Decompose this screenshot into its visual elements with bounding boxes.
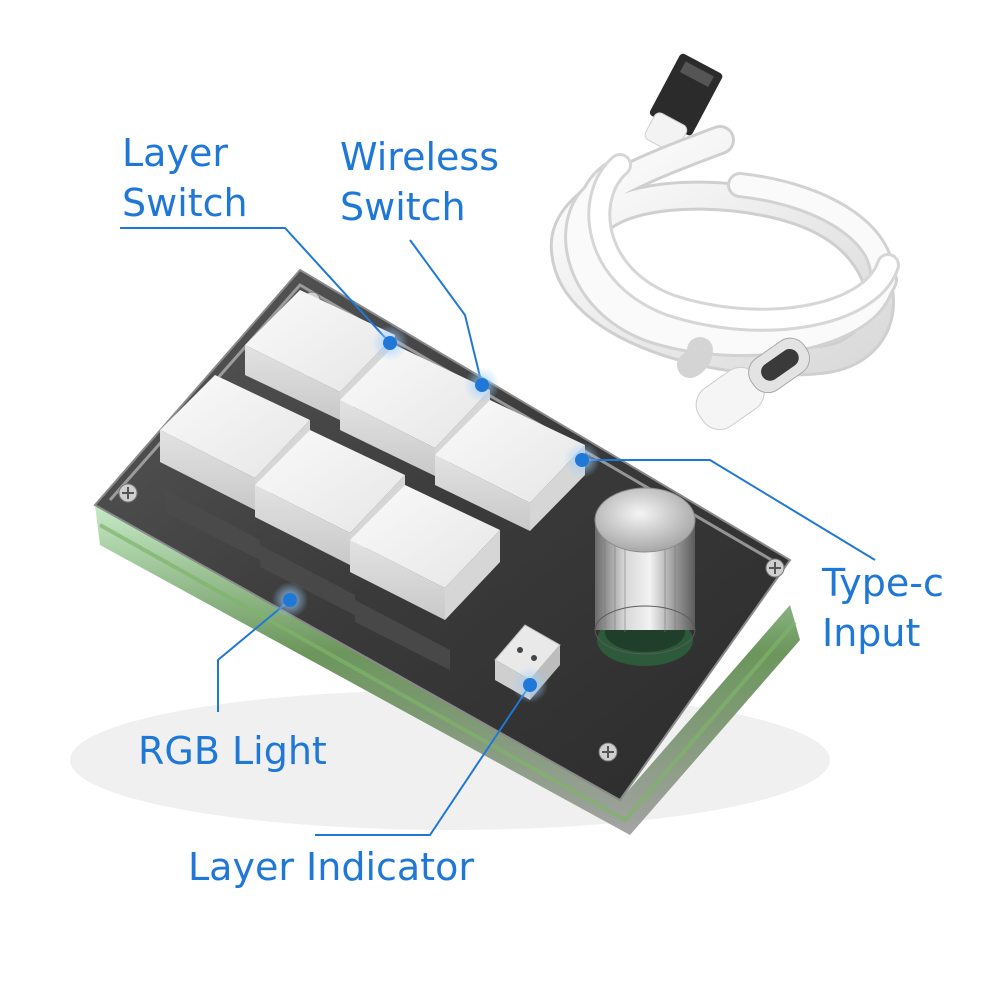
label-rgb-light: RGB Light bbox=[138, 726, 327, 776]
label-line: Layer Indicator bbox=[188, 845, 474, 889]
callout-line-type-c-input bbox=[582, 459, 876, 561]
screw bbox=[118, 483, 138, 503]
label-line: RGB Light bbox=[138, 729, 327, 773]
callout-dot-layer-switch bbox=[372, 325, 408, 361]
callout-line-rgb-light bbox=[217, 599, 291, 712]
callout-line-layer-switch bbox=[120, 227, 391, 344]
callout-dot-layer-indicator bbox=[512, 667, 548, 703]
label-line: Layer bbox=[122, 131, 228, 175]
callout-dot-type-c-input bbox=[564, 442, 600, 478]
macropad bbox=[70, 268, 830, 835]
screw bbox=[765, 558, 785, 578]
label-line: Wireless bbox=[340, 135, 499, 179]
callout-line-layer-indicator bbox=[315, 684, 531, 836]
rotary-knob bbox=[594, 487, 696, 666]
screw bbox=[598, 742, 618, 762]
callout-line-wireless-switch bbox=[409, 239, 483, 386]
label-line: Input bbox=[822, 611, 921, 655]
label-layer-switch: Layer Switch bbox=[122, 128, 248, 228]
callout-dot-rgb-light bbox=[272, 582, 308, 618]
keycap bbox=[350, 485, 500, 620]
label-line: Type-c bbox=[822, 561, 944, 605]
label-line: Switch bbox=[340, 185, 466, 229]
label-line: Switch bbox=[122, 181, 248, 225]
usb-cable bbox=[549, 53, 900, 430]
label-wireless-switch: Wireless Switch bbox=[340, 132, 499, 232]
callout-dot-wireless-switch bbox=[464, 367, 500, 403]
label-type-c-input: Type-c Input bbox=[822, 558, 944, 658]
label-layer-indicator: Layer Indicator bbox=[188, 842, 474, 892]
